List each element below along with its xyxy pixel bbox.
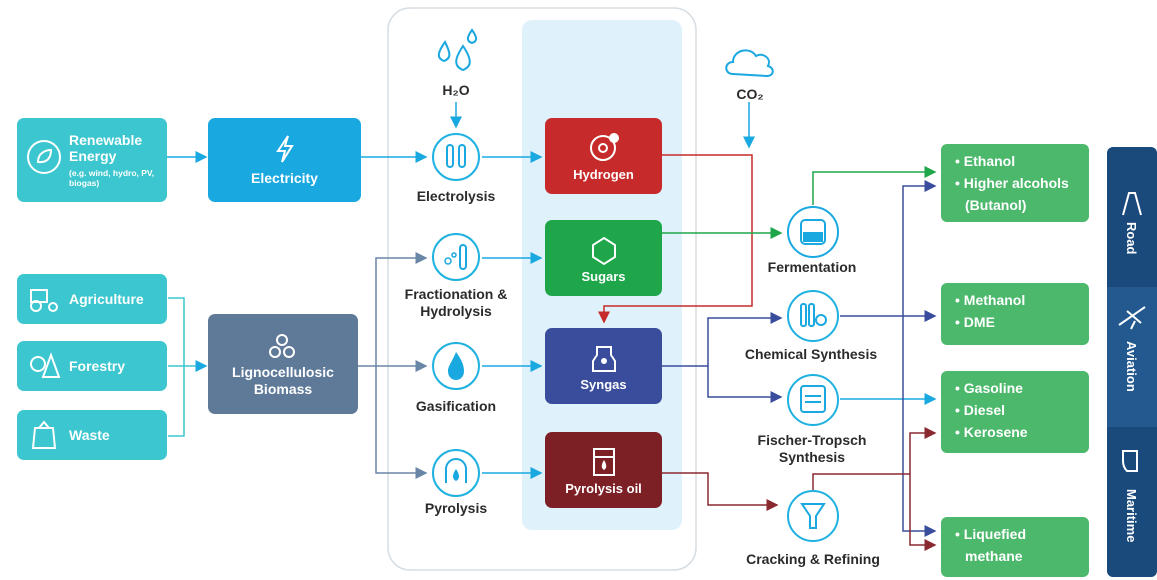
ship-icon [1122,450,1138,472]
sugars-label: Sugars [581,268,626,284]
recycle-leaf-icon [27,140,61,174]
renewable-subtitle: (e.g. wind, hydro, PV, biogas) [69,168,155,188]
gasification-label: Gasification [415,398,497,414]
fuel-item: • DME [955,314,995,330]
mode-maritime-label: Maritime [1124,489,1139,543]
mode-aviation-label: Aviation [1124,341,1139,392]
mode-maritime: Maritime [1107,427,1157,577]
biomass-label: Lignocellulosic Biomass [232,364,334,397]
renewable-title: Renewable Energy [69,132,143,164]
mode-road: Road [1107,147,1157,287]
chemical-synthesis-label: Chemical Synthesis [744,346,878,362]
agriculture-label: Agriculture [69,291,144,307]
methanol-box: • Methanol • DME [941,283,1089,345]
arrow-hydrogen-syngas [598,154,753,324]
oil-barrel-icon [592,447,615,476]
gas-cylinder-icon [591,345,616,372]
methane-box: • Liquefied methane [941,517,1089,577]
tractor-icon [30,289,58,312]
cracking-refining-icon [787,490,839,542]
fermentation-icon [787,206,839,258]
mode-road-label: Road [1124,222,1139,255]
fischer-tropsch-label: Fischer-Tropsch Synthesis [757,432,867,465]
pyrolysis-oil-box: Pyrolysis oil [545,432,662,508]
fuel-item: (Butanol) [965,197,1027,213]
mode-aviation: Aviation [1107,287,1157,427]
fischer-tropsch-icon [787,374,839,426]
agriculture-box: Agriculture [17,274,167,324]
arrow-feedstocks-biomass [168,297,185,437]
pyrolysis-label: Pyrolysis [424,500,488,516]
fuel-item: • Kerosene [955,424,1028,440]
electrolysis-icon [432,133,480,181]
syngas-label: Syngas [580,376,627,392]
waste-bag-icon [31,420,57,449]
fermentation-label: Fermentation [767,259,857,275]
cloud-icon [725,49,774,78]
lightning-icon [275,135,294,163]
fuel-item: methane [965,548,1023,564]
forestry-box: Forestry [17,341,167,391]
fractionation-icon [432,233,480,281]
atom-icon [589,132,619,161]
water-icon [437,28,478,72]
fractionation-label: Fractionation & Hydrolysis [404,286,508,319]
hydrogen-box: Hydrogen [545,118,662,194]
waste-box: Waste [17,410,167,460]
syngas-box: Syngas [545,328,662,404]
sugars-box: Sugars [545,220,662,296]
logs-icon [269,334,295,358]
pyrolysis-icon [432,449,480,497]
fuel-item: • Gasoline [955,380,1023,396]
flame-icon [432,342,480,390]
road-icon [1122,192,1142,216]
fuel-item: • Ethanol [955,153,1016,169]
biomass-box: Lignocellulosic Biomass [208,314,358,414]
waste-label: Waste [69,427,110,443]
co2-label: CO₂ [736,86,764,102]
fuel-item: • Higher alcohols [955,175,1069,191]
molecule-icon [591,236,616,265]
pyrolysis-oil-label: Pyrolysis oil [565,480,642,496]
h2o-label: H₂O [442,82,470,98]
chemical-synthesis-icon [787,290,839,342]
hydrogen-label: Hydrogen [573,166,634,182]
electrolysis-label: Electrolysis [416,188,496,204]
fuel-item: • Methanol [955,292,1026,308]
electricity-box: Electricity [208,118,361,202]
gasoline-box: • Gasoline • Diesel • Kerosene [941,371,1089,453]
forestry-label: Forestry [69,358,126,374]
plane-icon [1118,306,1146,330]
cracking-refining-label: Cracking & Refining [746,551,880,567]
alcohols-box: • Ethanol • Higher alcohols (Butanol) [941,144,1089,222]
renewable-energy-box: Renewable Energy (e.g. wind, hydro, PV, … [17,118,167,202]
fuel-item: • Diesel [955,402,1006,418]
electricity-label: Electricity [251,170,318,186]
fuel-item: • Liquefied [955,526,1027,542]
tree-icon [30,352,61,378]
